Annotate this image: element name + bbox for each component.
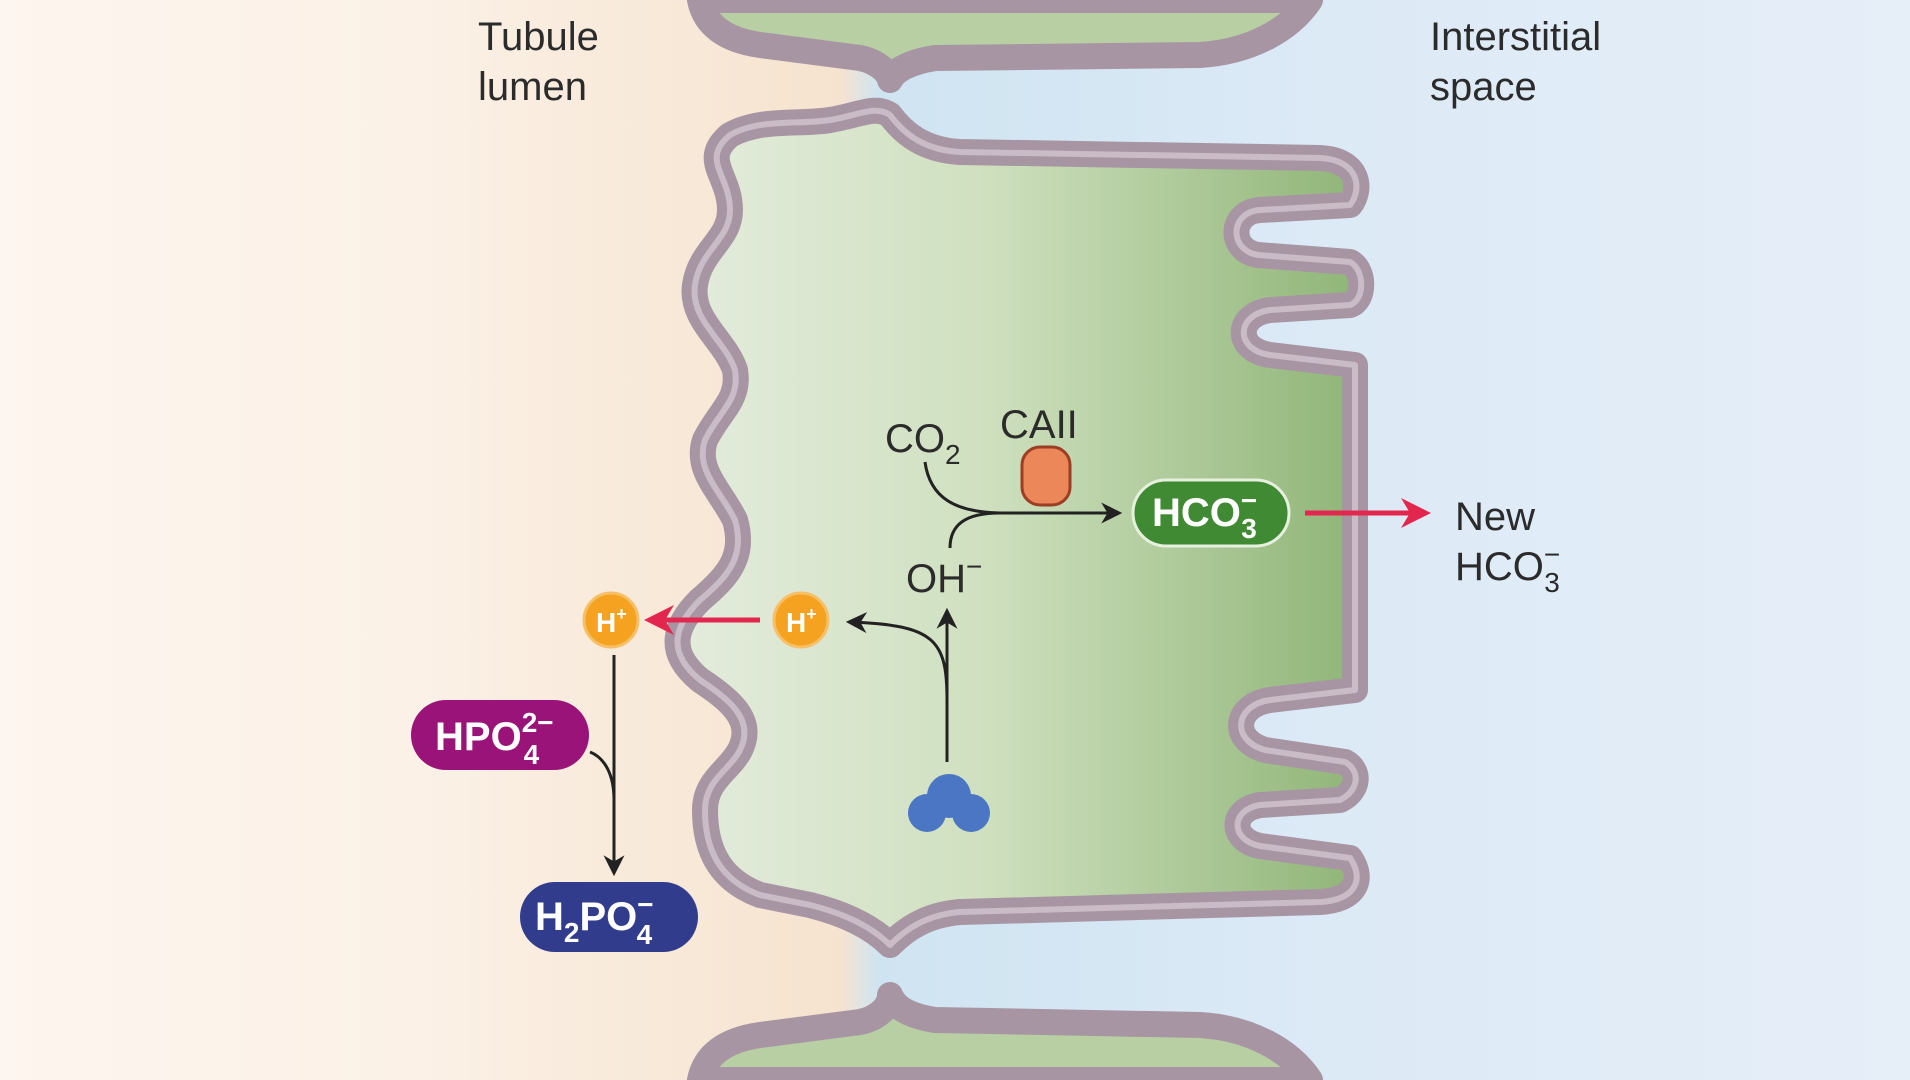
caii-label: CAII: [1000, 403, 1078, 447]
neighbor-cell-top: [687, 0, 1323, 93]
water-to-proton-arrow: [845, 612, 949, 701]
svg-text:H2PO−4: H2PO−4: [535, 889, 654, 950]
svg-text:HCO−3: HCO−3: [1152, 485, 1257, 544]
new-hco3-label-line1: New: [1455, 495, 1535, 539]
svg-text:HPO2−4: HPO2−4: [435, 707, 554, 770]
proton-lumen: H+: [582, 591, 640, 649]
co2-label: CO2: [885, 417, 961, 470]
lumen-label-line1: Tubule: [478, 15, 599, 59]
lumen-label-line2: lumen: [478, 65, 587, 109]
oh-label: OH−: [906, 551, 982, 601]
enzyme-icon: [1020, 445, 1072, 507]
water-molecule-icon: [908, 774, 990, 832]
new-hco3-label-line2: HCO−3: [1455, 539, 1560, 598]
proton-intracellular: H+: [772, 591, 830, 649]
neighbor-cell-bottom: [687, 982, 1323, 1080]
interstitial-label-line2: space: [1430, 65, 1537, 109]
hpo4-pill: HPO2−4: [411, 700, 589, 770]
oh-join-path: [948, 511, 1001, 549]
svg-text:H+: H+: [786, 604, 817, 638]
svg-text:H+: H+: [596, 604, 627, 638]
h2po4-pill: H2PO−4: [520, 882, 698, 952]
hpo4-join-path: [589, 750, 616, 801]
cell-membrane-inner: [674, 107, 1365, 948]
interstitial-label-line1: Interstitial: [1430, 15, 1601, 59]
hco3-pill: HCO−3: [1131, 478, 1291, 548]
